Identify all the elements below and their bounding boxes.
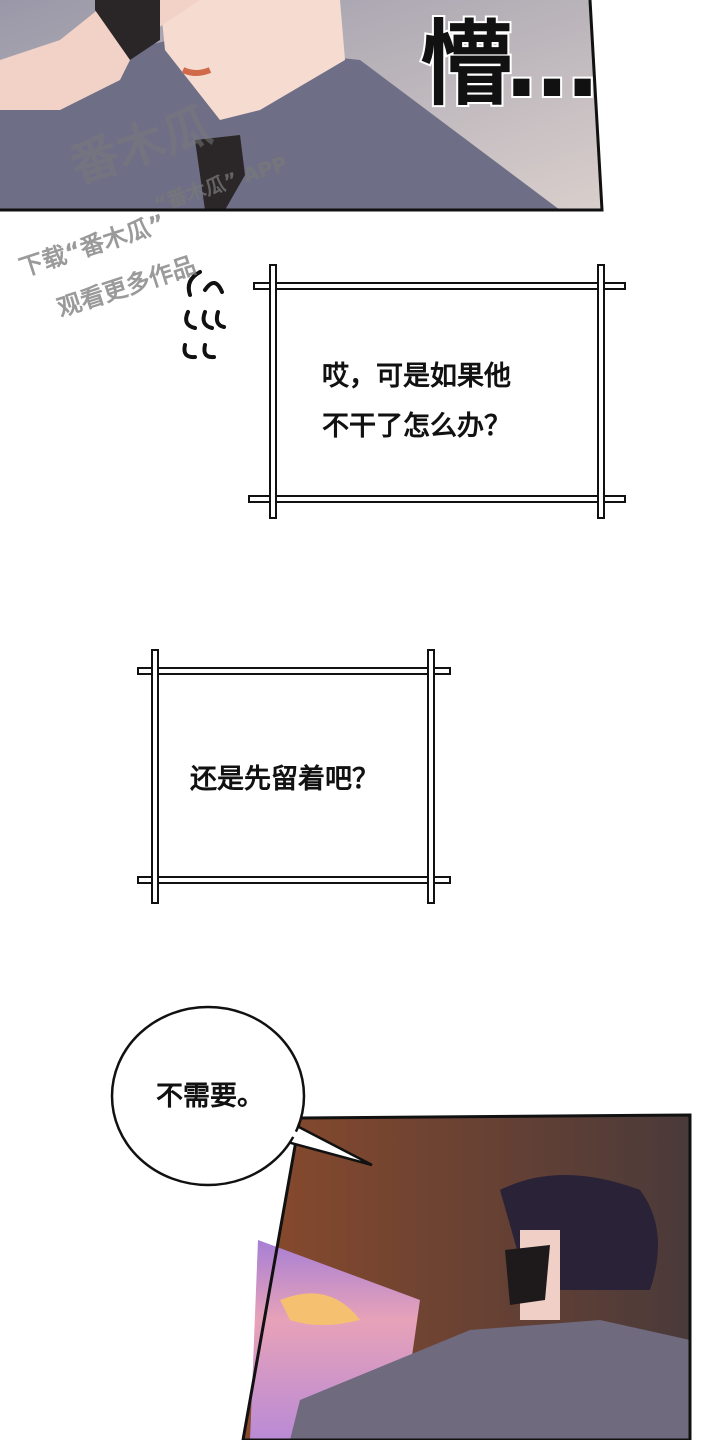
caption-frame-2	[137, 649, 451, 904]
face	[160, 0, 345, 120]
phone	[505, 1245, 550, 1305]
caption-1-text: 哎，可是如果他 不干了怎么办？	[322, 352, 511, 452]
sound-effect-marks	[182, 270, 226, 360]
shirt	[290, 1320, 690, 1440]
caption-line: 哎，可是如果他	[322, 361, 511, 392]
caption-2-text: 还是先留着吧？	[190, 755, 379, 805]
caption-frame-1	[248, 264, 626, 519]
top-panel	[0, 0, 604, 212]
bottom-panel	[241, 1113, 692, 1440]
sound-effect-text: 懵…	[418, 9, 600, 120]
tie	[195, 135, 245, 210]
speech-bubble-text: 不需要。	[156, 1081, 264, 1112]
speech-bubble-shape	[110, 1005, 373, 1187]
phone	[95, 0, 160, 60]
caption-line: 不干了怎么办？	[322, 411, 511, 442]
caption-line: 还是先留着吧？	[190, 764, 379, 795]
